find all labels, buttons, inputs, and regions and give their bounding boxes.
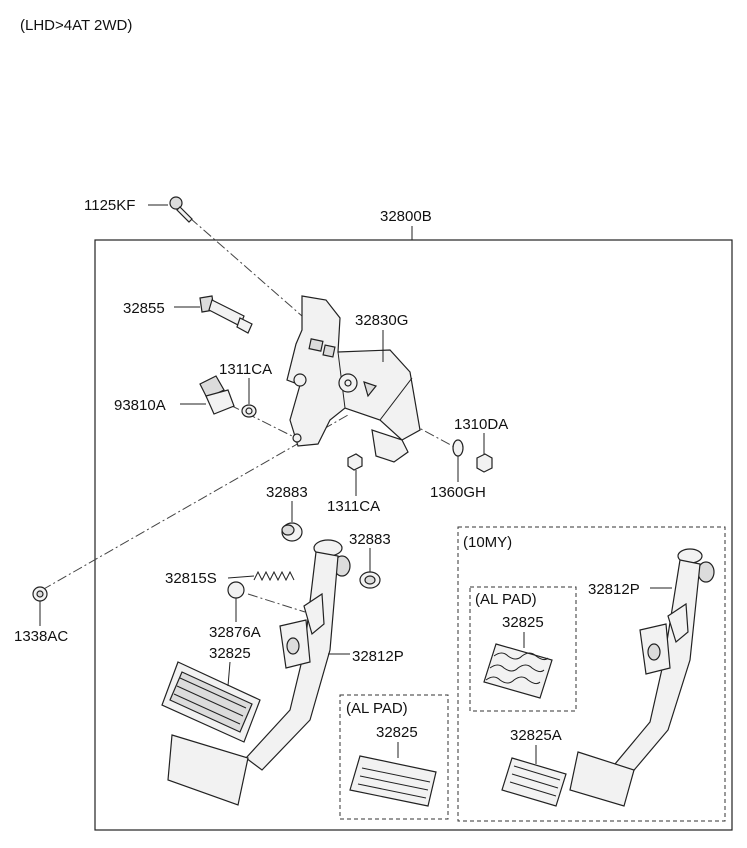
pad-32825a [501,757,567,807]
nut-1310da [476,453,493,473]
callout-32825a: 32825A [510,727,562,744]
bolt-1125kf [169,196,193,223]
assembly-part-label: 32800B [380,208,432,225]
nut-1311ca-upper [241,404,257,418]
callout-93810a: 93810A [114,397,166,414]
washer-1360gh [452,439,464,457]
al-pad-label-2: (AL PAD) [475,591,537,608]
stopper-32876a [227,581,245,599]
callout-1310da: 1310DA [454,416,508,433]
pedal-arm-32812p [167,539,351,806]
pivot-bolt-32855 [199,295,253,334]
al-pad-part-1: 32825 [376,724,418,741]
pedal-arm-32812p-10my [569,548,715,807]
bracket-32830g [286,295,421,463]
nut-1311ca-lower [347,453,363,471]
al-pad-part-2: 32825 [502,614,544,631]
callout-32876a: 32876A [209,624,261,641]
callout-32815s: 32815S [165,570,217,587]
callout-1338ac: 1338AC [14,628,68,645]
al-pad-2-drawing [483,643,553,699]
clip-1338ac [32,586,48,602]
pad-32825 [161,661,261,743]
callout-1311ca-upper: 1311CA [219,361,272,378]
callout-32825: 32825 [209,645,251,662]
callout-32883-upper: 32883 [266,484,308,501]
spring-32815s [253,570,295,582]
bushing-32883-lower [359,571,381,589]
callout-1311ca-lower: 1311CA [327,498,380,515]
al-pad-label-1: (AL PAD) [346,700,408,717]
assembly-frame [94,239,733,831]
callout-32812p: 32812P [352,648,404,665]
variant-10my-label: (10MY) [463,534,512,551]
callout-32830g: 32830G [355,312,408,329]
callout-32883-lower: 32883 [349,531,391,548]
callout-1125kf: 1125KF [84,197,135,214]
al-pad-box-2 [469,586,577,712]
callout-32855: 32855 [123,300,165,317]
al-pad-1-drawing [349,755,437,807]
callout-32812p-10my: 32812P [588,581,640,598]
header-note: (LHD>4AT 2WD) [20,17,132,34]
switch-93810a [199,375,235,415]
callout-1360gh: 1360GH [430,484,486,501]
al-pad-box-1 [339,694,449,820]
bushing-32883-upper [281,522,303,542]
variant-10my-box [457,526,726,822]
